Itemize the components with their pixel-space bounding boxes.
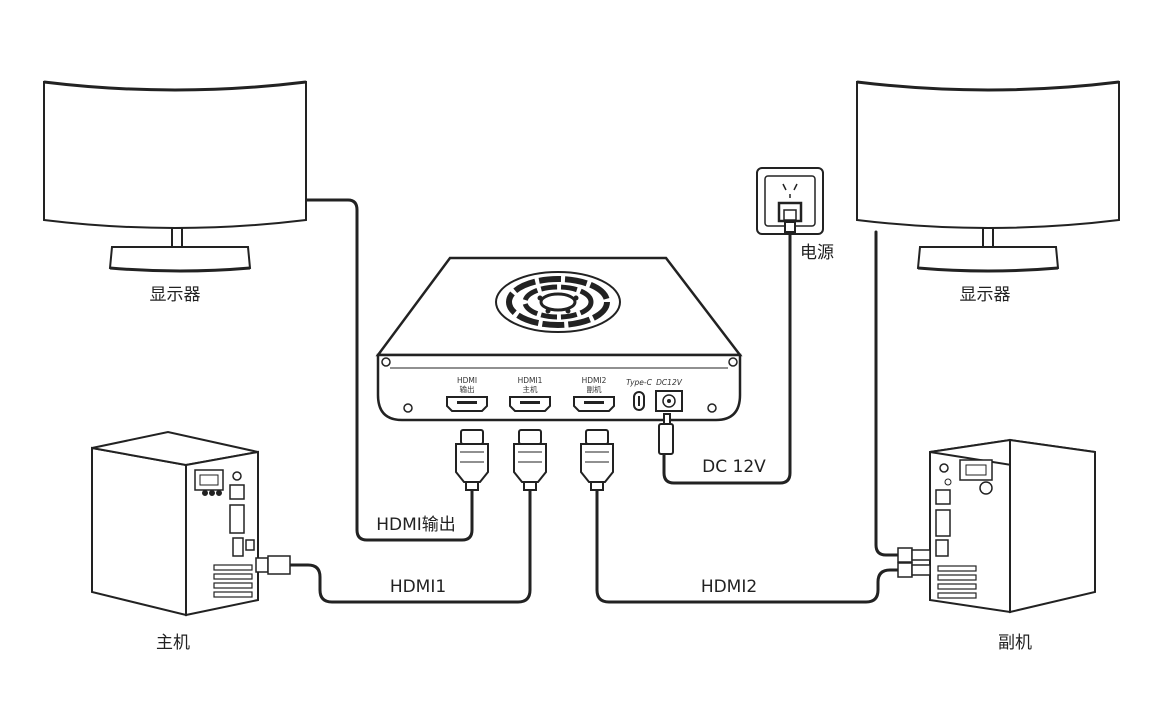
port-typec: Type-C xyxy=(626,378,653,411)
port-label-hdmi-out-1: HDMI xyxy=(457,376,477,385)
port-label-hdmi2-1: HDMI2 xyxy=(582,376,607,385)
cable-hdmi2 xyxy=(595,486,900,604)
monitor-right xyxy=(856,80,1120,273)
host-main xyxy=(91,430,291,617)
port-dc: DC12V xyxy=(655,378,683,412)
label-monitor-left: 显示器 xyxy=(150,285,201,305)
plug-hdmi1 xyxy=(513,429,547,491)
power-outlet xyxy=(756,167,824,235)
cable-dc-12v xyxy=(662,228,792,485)
host-sub xyxy=(897,438,1096,614)
cable-monitor-right xyxy=(874,230,900,557)
port-hdmi-out: HDMI 输出 xyxy=(446,376,488,412)
port-label-hdmi1-1: HDMI1 xyxy=(518,376,543,385)
cable-hdmi1 xyxy=(288,486,532,604)
port-label-hdmi2-2: 副机 xyxy=(587,384,602,394)
plug-hdmi2 xyxy=(580,429,614,491)
port-label-hdmi1-2: 主机 xyxy=(523,384,538,394)
plug-hdmi-out xyxy=(455,429,489,491)
cables xyxy=(288,198,900,604)
label-cable-hdmi1: HDMI1 xyxy=(390,577,446,597)
port-hdmi1: HDMI1 主机 xyxy=(509,376,551,412)
label-cable-hdmi2: HDMI2 xyxy=(701,577,757,597)
label-power: 电源 xyxy=(800,243,834,263)
port-hdmi2: HDMI2 副机 xyxy=(573,376,615,412)
label-host-main: 主机 xyxy=(156,633,190,653)
port-label-typec: Type-C xyxy=(626,378,652,387)
kvm-device xyxy=(375,256,743,422)
cable-hdmi-out xyxy=(303,198,474,542)
label-monitor-right: 显示器 xyxy=(960,285,1011,305)
label-host-sub: 副机 xyxy=(998,633,1032,653)
monitor-left xyxy=(43,80,307,273)
port-label-dc: DC12V xyxy=(656,378,683,387)
label-cable-hdmi-out: HDMI输出 xyxy=(376,515,456,535)
plug-dc xyxy=(658,413,674,455)
fan-grille xyxy=(495,271,621,333)
port-label-hdmi-out-2: 输出 xyxy=(460,384,475,394)
label-cable-dc: DC 12V xyxy=(702,457,766,477)
